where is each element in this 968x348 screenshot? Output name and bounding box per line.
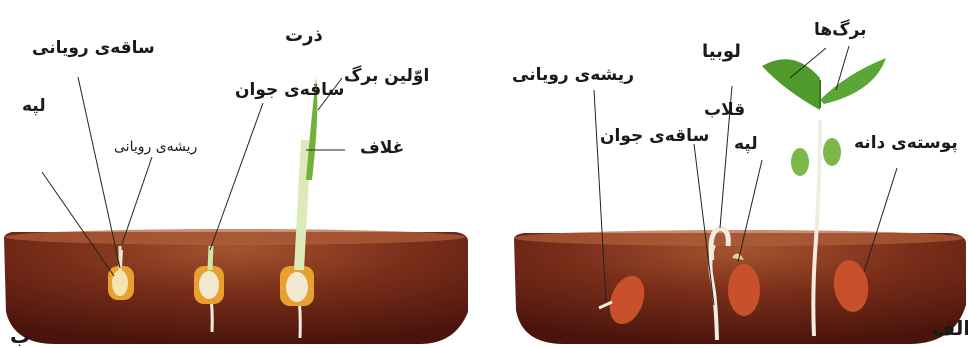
label-hook: قلاب — [704, 102, 745, 119]
corn-germination-panel: ذرت ساقه‌ی رویانی اوّلین برگ ساقه‌ی جوان… — [0, 0, 470, 344]
label-leaves: برگ‌ها — [814, 22, 867, 39]
panel-letter-b: ب — [10, 326, 30, 346]
bean-cotyledon-right — [823, 138, 841, 166]
label-young-stem: ساقه‌ی جوان — [600, 128, 709, 145]
label-young-stem: ساقه‌ی جوان — [235, 82, 344, 99]
soil-mound — [4, 232, 468, 344]
panel-letter-a: الف — [932, 318, 968, 338]
bean-leaf-right — [820, 58, 886, 104]
corn-coleoptile — [299, 140, 306, 270]
bean-seed-2 — [728, 264, 760, 316]
label-seed-coat: پوسته‌ی دانه — [854, 135, 958, 152]
label-cotyledon: لپه — [22, 98, 46, 115]
label-embryonic-root: ریشه‌ی رویانی — [512, 67, 634, 84]
label-sheath: غلاف — [360, 140, 404, 157]
bean-leaf-left — [762, 59, 820, 110]
label-cotyledon: لپه — [734, 136, 758, 153]
label-embryonic-root: ریشه‌ی رویانی — [114, 140, 197, 154]
corn-title: ذرت — [285, 27, 323, 45]
bean-title: لوبیا — [702, 43, 741, 61]
label-first-leaf: اوّلین برگ — [344, 68, 429, 85]
bean-germination-panel: برگ‌ها لوبیا ریشه‌ی رویانی قلاب ساقه‌ی ج… — [494, 0, 968, 344]
label-embryonic-stem: ساقه‌ی رویانی — [32, 40, 155, 57]
bean-cotyledon-left — [791, 148, 809, 176]
